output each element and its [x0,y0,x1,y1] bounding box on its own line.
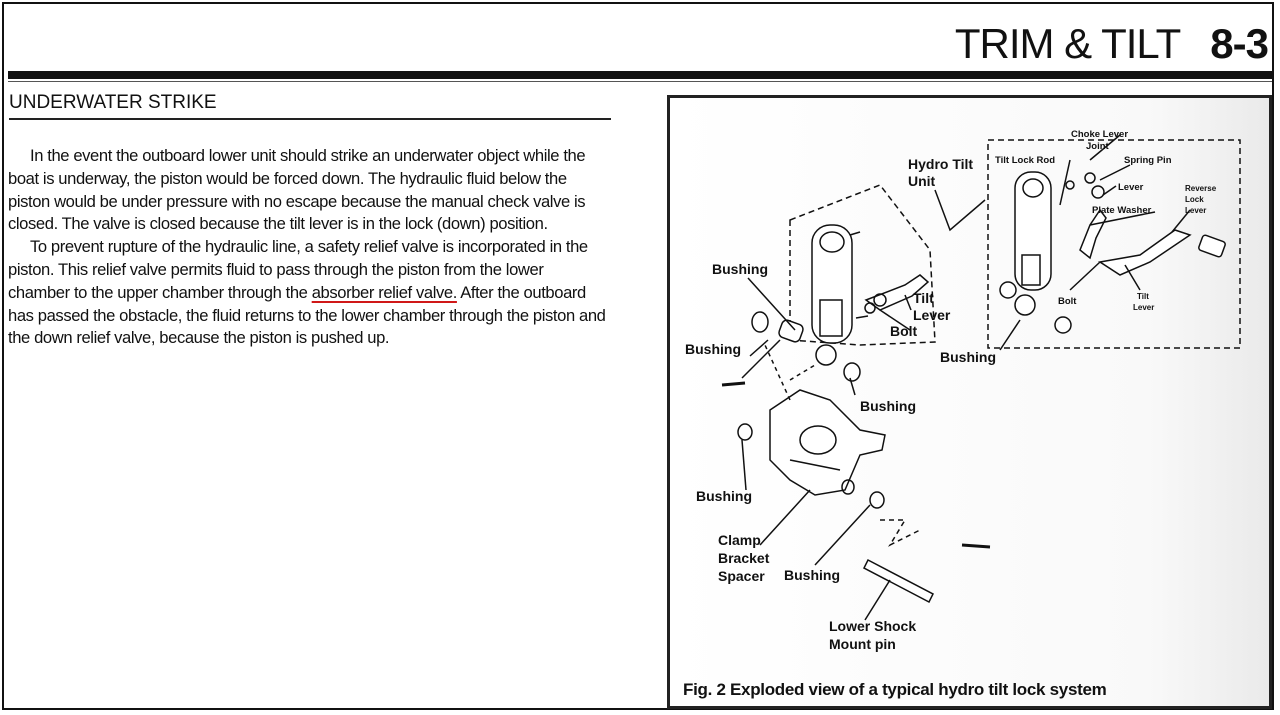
label-spacer: Spacer [718,568,765,584]
paragraph-2-end: After the outboard has passed the obstac… [8,282,606,348]
label-joint: Joint [1086,141,1110,152]
section-title: TRIM & TILT [954,20,1181,67]
body-text: In the event the outboard lower unit sho… [8,145,608,350]
inset-cylinder [1014,171,1052,291]
section-heading: UNDERWATER STRIKE [9,92,611,120]
paragraph-1: In the event the outboard lower unit sho… [8,146,586,234]
label-hydro-tilt: Hydro Tilt [908,156,973,172]
label-tilt-lever-small: Lever [1133,303,1154,312]
label-lever: Lever [1118,182,1144,193]
label-bushing-mid: Bushing [860,398,916,414]
label-bushing-top-left: Bushing [712,261,768,277]
label-tilt-lock-rod: Tilt Lock Rod [995,155,1055,166]
label-choke-lever: Choke Lever [1071,129,1128,140]
label-tilt: Tilt [913,290,934,306]
label-mount-pin: Mount pin [829,636,896,652]
label-plate-washer: Plate Washer [1092,205,1152,216]
figure-box [667,95,1272,709]
label-clamp: Clamp [718,532,761,548]
page-number: 8-3 [1210,20,1269,67]
label-reverse-lock-lever: Lever [1185,206,1206,215]
label-bolt-small: Bolt [1058,296,1077,307]
label-bushing-right: Bushing [940,349,996,365]
label-tilt-lever: Lever [913,307,951,323]
cylinder-eye [819,231,845,253]
label-unit: Unit [908,173,936,189]
header-rule [8,71,1272,79]
label-bolt: Bolt [890,323,918,339]
label-bracket: Bracket [718,550,770,566]
inset-dashed-box [987,139,1241,349]
label-bushing-lower-left: Bushing [696,488,752,504]
label-lock: Lock [1185,195,1204,204]
label-bushing-left: Bushing [685,341,741,357]
label-bushing-bottom: Bushing [784,567,840,583]
label-reverse: Reverse [1185,184,1217,193]
label-tilt-small: Tilt [1137,292,1149,301]
cylinder-window [819,299,843,337]
page-header: TRIM & TILT 8-3 [954,20,1269,68]
paragraph-2: To prevent rupture of the hydraulic line… [8,236,608,350]
header-rule-thin [8,81,1272,82]
clamp-bracket-shape [769,389,886,496]
paragraph-2-start: To prevent rupture of the hydraulic line… [8,237,588,302]
figure-caption: Fig. 2 Exploded view of a typical hydro … [683,680,1107,699]
hydro-cylinder [811,224,853,344]
highlighted-term: absorber relief valve. [311,282,458,302]
label-spring-pin: Spring Pin [1124,155,1172,166]
mount-pin [862,558,935,604]
label-lower-shock: Lower Shock [829,618,916,634]
